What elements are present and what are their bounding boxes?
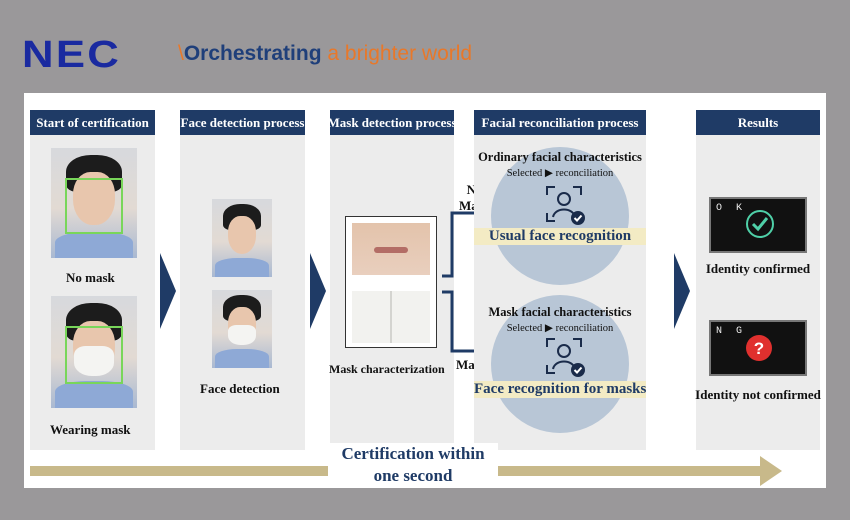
detection-frame [65,178,123,234]
column-title: Results [696,110,820,135]
timeline-arrow-head [760,456,782,486]
photo-wearing-mask [51,296,137,408]
mask-crop-frame [345,216,437,348]
question-icon: ? [746,335,772,361]
column-title: Face detection process [180,110,305,135]
tagline-slash: \ [178,42,184,65]
photo-no-mask [51,148,137,258]
no-mask-label: No mask [66,270,115,285]
column-mask-detection: Mask detection process Mask characteriza… [327,110,457,450]
detected-face-no-mask [212,199,272,277]
arrow-no-mask [442,211,492,278]
svg-text:?: ? [754,339,764,358]
face-detection-caption: Face detection [200,381,280,396]
detection-frame [65,326,123,384]
column-title: Facial reconciliation process [474,110,646,135]
identity-not-confirmed: Identity not confirmed [695,387,821,402]
tagline-bold: Orchestrating [183,42,322,65]
result-ng-panel: N G ? [709,320,807,376]
column-face-detection: Face detection process Face detection [180,110,305,450]
face-id-icon [546,186,585,225]
column-title: Mask detection process [327,110,457,135]
column-title: Start of certification [30,110,155,135]
detected-face-mask [212,290,272,368]
circle-mask [491,295,629,433]
mask-title: Mask facial characteristics [488,305,632,319]
mask-face-recognition: Face recognition for masks [474,381,647,398]
check-icon [746,210,774,238]
timeline-line1: Certification within [341,444,485,463]
mask-characterization-caption: Mask characterization [329,362,445,376]
nec-logo: NEC [22,34,122,76]
flow-arrow [310,253,326,329]
wearing-mask-label: Wearing mask [50,422,131,437]
ng-label: N G [716,326,747,337]
circle-ordinary [491,147,629,285]
arrow-mask [442,290,492,353]
ordinary-subtitle: Selected ▶ reconciliation [506,168,614,179]
ordinary-title: Ordinary facial characteristics [478,150,642,164]
column-start: Start of certification No mask Wearing m… [30,110,155,450]
lower-face-crop [352,223,430,275]
usual-face-recognition: Usual face recognition [474,228,646,245]
column-results: Results O K Identity confirmed N G ? Ide… [695,110,821,450]
timeline-line2: one second [373,466,453,485]
mask-crop [352,291,430,343]
result-ok-panel: O K [709,197,807,253]
timeline-text: Certification within one second [328,443,498,487]
ok-label: O K [716,203,747,214]
flow-arrow [674,253,690,329]
mask-subtitle: Selected ▶ reconciliation [506,323,614,334]
process-diagram: Start of certification No mask Wearing m… [24,93,826,488]
column-facial-reconciliation: Facial reconciliation process Ordinary f… [474,110,646,450]
flow-arrow [160,253,176,329]
tagline-rest: a brighter world [321,42,473,65]
identity-confirmed: Identity confirmed [705,261,811,276]
face-id-icon [546,338,585,377]
tagline: \Orchestrating a brighter world [178,42,472,66]
